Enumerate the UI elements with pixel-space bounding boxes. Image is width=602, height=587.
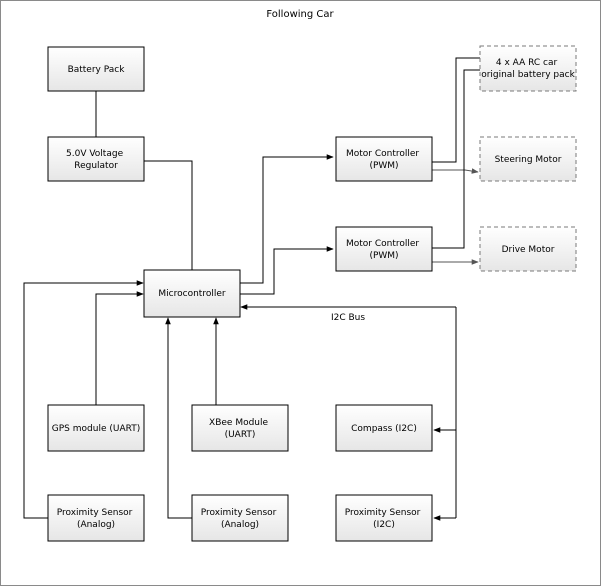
motor-controller-2-node: Motor Controller (PWM)	[335, 226, 433, 272]
voltage-regulator-node: 5.0V Voltage Regulator	[47, 136, 145, 182]
compass-node: Compass (I2C)	[335, 404, 433, 452]
i2c-bus-label: I2C Bus	[331, 313, 365, 323]
proximity-sensor-i2c-node: Proximity Sensor (I2C)	[335, 494, 433, 542]
battery-pack-box	[47, 46, 145, 92]
steering-motor-label: Steering Motor	[495, 155, 562, 165]
steering-motor-box	[479, 136, 577, 182]
microcontroller-node: Microcontroller	[143, 269, 241, 318]
proximity-sensor-analog-2-node: Proximity Sensor (Analog)	[191, 494, 289, 542]
proximity-sensor-analog-1-label: Proximity Sensor (Analog)	[57, 508, 136, 530]
motor-controller-1-label: Motor Controller (PWM)	[346, 149, 422, 171]
proximity-sensor-i2c-box	[335, 494, 433, 542]
xbee-module-box	[191, 404, 289, 452]
connectors	[23, 57, 480, 521]
aa-battery-pack-node: 4 x AA RC car original battery pack	[479, 45, 577, 92]
gps-module-node: GPS module (UART)	[47, 404, 145, 452]
aa-battery-pack-label: 4 x AA RC car original battery pack	[481, 58, 575, 80]
proximity-sensor-analog-1-node: Proximity Sensor (Analog)	[47, 494, 145, 542]
proximity-sensor-analog-2-label: Proximity Sensor (Analog)	[201, 508, 280, 530]
aa-battery-feed-2-line	[432, 69, 480, 249]
motor-ctrl-1-to-steering-arrow	[432, 168, 479, 174]
drive-motor-box	[479, 226, 577, 272]
xbee-module-label: XBee Module (UART)	[209, 418, 271, 440]
prox-analog-2-to-micro-arrow	[165, 317, 192, 519]
regulator-to-micro-line	[144, 160, 193, 270]
voltage-regulator-box	[47, 136, 145, 182]
compass-label: Compass (I2C)	[351, 424, 417, 434]
diagram-title: Following Car	[266, 9, 334, 20]
drive-motor-node: Drive Motor	[479, 226, 577, 272]
voltage-regulator-label: 5.0V Voltage Regulator	[66, 149, 126, 171]
motor-controller-2-box	[335, 226, 433, 272]
proximity-sensor-i2c-label: Proximity Sensor (I2C)	[345, 508, 424, 530]
battery-pack-node: Battery Pack	[47, 46, 145, 92]
microcontroller-box	[143, 269, 241, 318]
drive-motor-label: Drive Motor	[502, 245, 555, 255]
proximity-sensor-analog-1-box	[47, 494, 145, 542]
motor-controller-2-label: Motor Controller (PWM)	[346, 239, 422, 261]
aa-battery-feed-1-line	[432, 57, 480, 163]
gps-to-micro-arrow	[95, 291, 144, 405]
gps-module-box	[47, 404, 145, 452]
motor-controller-1-box	[335, 136, 433, 182]
compass-box	[335, 404, 433, 452]
proximity-sensor-analog-2-box	[191, 494, 289, 542]
xbee-module-node: XBee Module (UART)	[191, 404, 289, 452]
motor-controller-1-node: Motor Controller (PWM)	[335, 136, 433, 182]
aa-battery-pack-box	[479, 45, 577, 92]
gps-module-label: GPS module (UART)	[52, 424, 140, 434]
micro-to-motor-ctrl-2-arrow	[239, 246, 334, 295]
microcontroller-label: Microcontroller	[158, 289, 225, 299]
battery-pack-label: Battery Pack	[68, 65, 126, 75]
prox-analog-1-to-micro-arrow	[23, 280, 144, 519]
micro-to-motor-ctrl-1-arrow	[239, 154, 334, 284]
steering-motor-node: Steering Motor	[479, 136, 577, 182]
